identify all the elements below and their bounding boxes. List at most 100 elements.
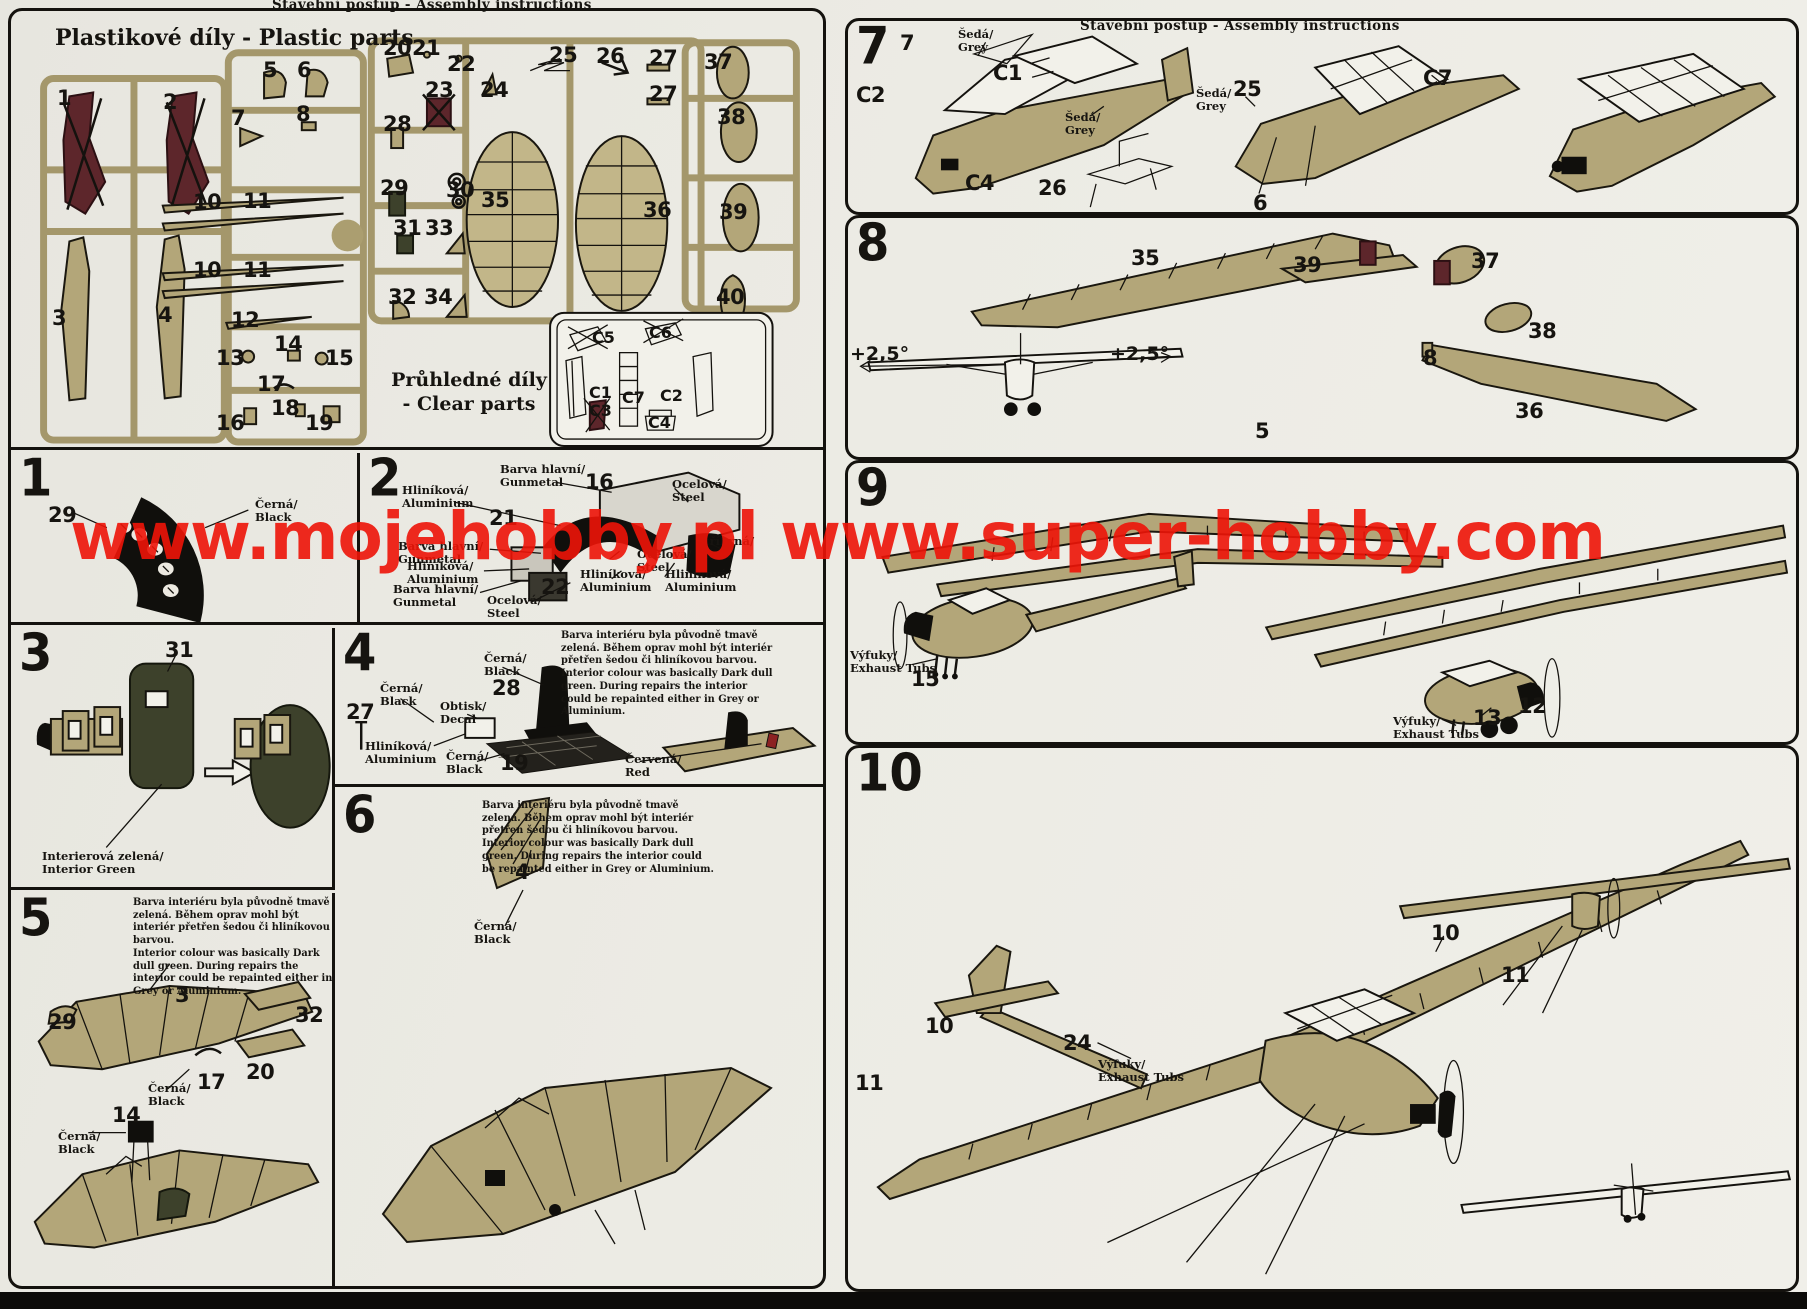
color-callout-label: Barva hlavní/ Gunmetal <box>393 582 479 609</box>
part-number-label: 38 <box>717 105 746 129</box>
step-6-illustration <box>381 796 773 1245</box>
part-number-label: 4 <box>515 860 530 884</box>
part-number-label: 39 <box>1293 253 1322 277</box>
part-number-label: 29 <box>380 176 409 200</box>
part-number-label: C2 <box>856 83 886 107</box>
left-column-border <box>8 8 826 1289</box>
angle-label: +2,5° <box>850 343 910 365</box>
part-number-label: 11 <box>243 258 272 282</box>
part-number-label: 31 <box>393 216 422 240</box>
step-1-illustration <box>71 497 249 622</box>
part-number-label: 7 <box>231 106 246 130</box>
part-number-label: 28 <box>492 676 521 700</box>
interior-colour-note: Barva interiéru byla původně tmavě zelen… <box>482 800 717 876</box>
part-number-label: 40 <box>716 285 745 309</box>
step-5-illustration <box>33 963 320 1249</box>
part-number-label: 10 <box>925 1014 954 1038</box>
step-3-number: 3 <box>19 622 53 684</box>
step-4-number: 4 <box>343 622 377 684</box>
part-number-label: 8 <box>296 102 311 126</box>
step-6: 6 Barva interiéru byla původně tmavě zel… <box>335 784 826 1289</box>
step-10-illustration <box>876 839 1792 1275</box>
part-number-label: 11 <box>243 189 272 213</box>
color-callout-label: Výfuky/ Exhaust Tubs <box>1393 714 1479 741</box>
color-callout-label: Černá/ Black <box>148 1081 191 1108</box>
part-number-label: 24 <box>480 78 509 102</box>
part-number-label: 21 <box>489 506 518 530</box>
color-callout-label: Šedá/ Grey <box>958 27 994 54</box>
part-number-label: 37 <box>1471 249 1500 273</box>
part-number-label: 3 <box>52 306 67 330</box>
part-number-label: 12 <box>231 308 260 332</box>
part-number-label: 35 <box>481 188 510 212</box>
part-number-label: 35 <box>1131 246 1160 270</box>
part-number-label: 36 <box>1515 399 1544 423</box>
part-number-label: 13 <box>216 346 245 370</box>
part-number-label: 20 <box>383 36 412 60</box>
part-number-label: 17 <box>257 372 286 396</box>
part-number-label: 3 <box>175 983 190 1007</box>
part-number-label: 25 <box>1233 77 1262 101</box>
color-callout-label: Šedá/ Grey <box>1196 86 1232 113</box>
color-callout-label: Obtisk/ Decal <box>440 699 487 726</box>
part-number-label: 30 <box>446 178 475 202</box>
color-callout-label: Hliníková/ Aluminium <box>407 559 479 586</box>
part-number-label: C6 <box>649 323 672 342</box>
part-number-label: C5 <box>592 328 615 347</box>
part-number-label: 26 <box>1038 176 1067 200</box>
part-number-label: 29 <box>48 1010 77 1034</box>
part-number-label: C1 <box>589 383 612 402</box>
part-number-label: C3 <box>589 401 612 420</box>
part-number-label: 36 <box>643 198 672 222</box>
part-number-label: 33 <box>425 216 454 240</box>
part-number-label: 39 <box>719 200 748 224</box>
color-callout-label: Červená/ Red <box>625 752 682 779</box>
part-number-label: 6 <box>1253 191 1268 215</box>
color-callout-label: Hliníková/ Aluminium <box>580 567 652 594</box>
color-callout-label: Černá/ Black <box>255 497 298 524</box>
step-4: 4 Barva interiéru byla původně tmavě zel… <box>335 622 826 787</box>
part-number-label: 31 <box>165 638 194 662</box>
step-9-number: 9 <box>856 457 890 519</box>
color-callout-label: Ocelová/ Steel <box>637 547 692 574</box>
sprue-part-36 <box>574 135 669 312</box>
part-number-label: 19 <box>500 751 529 775</box>
part-number-label: 19 <box>305 411 334 435</box>
color-callout-label: Černá/ Black <box>474 919 517 946</box>
clear-parts-title: Průhledné díly - Clear parts <box>391 369 547 415</box>
color-callout-label: Interierová zelená/ Interior Green <box>42 849 164 876</box>
part-number-label: 27 <box>346 700 375 724</box>
part-number-label: 15 <box>325 346 354 370</box>
part-number-label: 24 <box>1063 1031 1092 1055</box>
part-number-label: 27 <box>649 82 678 106</box>
part-number-label: 32 <box>295 1003 324 1027</box>
color-callout-label: Černá/ Black <box>380 681 423 708</box>
header-right: Stavební postup - Assembly instructions <box>1080 18 1400 34</box>
step-10-number: 10 <box>856 742 923 804</box>
color-callout-label: Ocelová/ Steel <box>672 477 727 504</box>
bottom-scan-edge <box>0 1292 1807 1309</box>
part-number-label: 22 <box>541 575 570 599</box>
part-number-label: 6 <box>297 58 312 82</box>
part-number-label: C4 <box>648 413 671 432</box>
sprue-part-1-crossed <box>62 91 107 215</box>
part-number-label: C4 <box>965 171 995 195</box>
part-number-label: 37 <box>704 50 733 74</box>
step-1-number: 1 <box>19 447 53 509</box>
part-number-label: 34 <box>424 285 453 309</box>
step-7-illustration <box>914 33 1777 208</box>
sprue-illustration <box>40 37 800 447</box>
sprue-part-35 <box>465 131 560 308</box>
part-number-label: 15 <box>911 667 940 691</box>
part-number-label: 22 <box>447 52 476 76</box>
part-number-label: 10 <box>1431 921 1460 945</box>
part-number-label: 10 <box>193 190 222 214</box>
clear-parts-sprue <box>549 311 774 447</box>
step-6-number: 6 <box>343 784 377 846</box>
step-4-illustration <box>355 665 817 774</box>
color-callout-label: Černá/ Black <box>484 651 527 678</box>
part-number-label: 13 <box>1473 706 1502 730</box>
